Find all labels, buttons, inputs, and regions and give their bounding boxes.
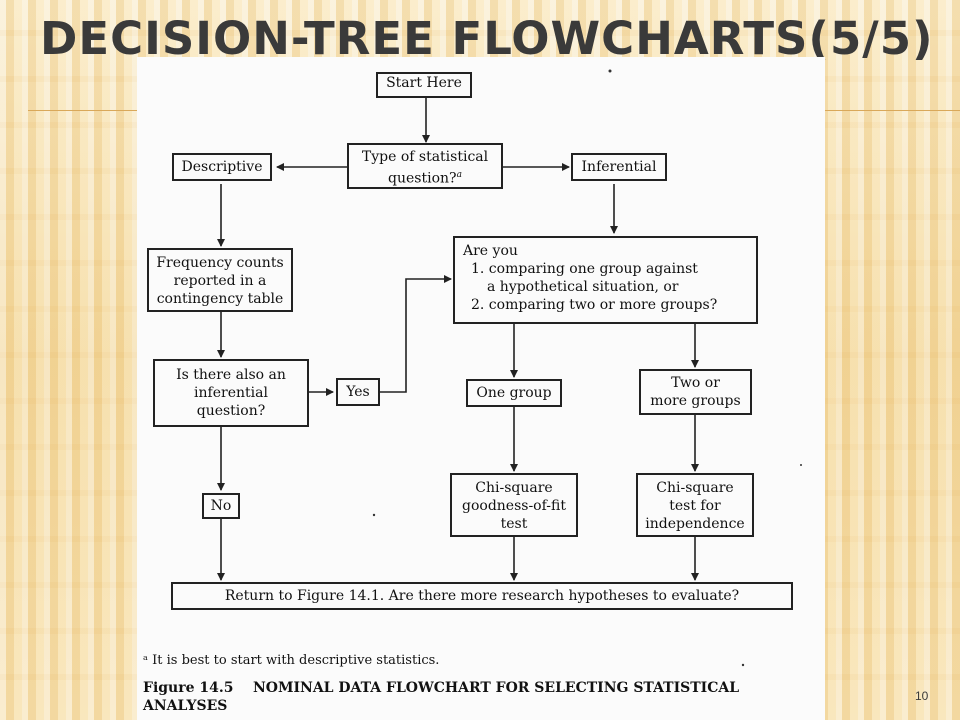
question-line-1: Type of statistical (361, 149, 489, 165)
independence-line-3: independence (645, 516, 745, 532)
question-footnote-mark: a (456, 170, 462, 180)
scan-speck (372, 513, 376, 517)
figure-caption-text: NOMINAL DATA FLOWCHART FOR SELECTING STA… (143, 680, 740, 714)
descriptive-box: Descriptive (172, 153, 272, 181)
slide-number: 10 (915, 689, 929, 703)
goodness-line-2: goodness-of-fit (462, 498, 566, 514)
inferential-label: Inferential (581, 159, 657, 175)
goodness-line-1: Chi-square (475, 480, 553, 496)
frequency-line-2: reported in a (173, 273, 267, 289)
two-groups-line-2: more groups (650, 393, 741, 409)
scan-speck (608, 69, 612, 73)
frequency-line-1: Frequency counts (156, 255, 284, 271)
two-groups-line-1: Two or (671, 375, 720, 391)
also-inferential-box: Is there also an inferential question? (153, 359, 309, 427)
goodness-of-fit-box: Chi-square goodness-of-fit test (450, 473, 578, 537)
yes-label: Yes (346, 384, 370, 400)
start-label: Start Here (386, 75, 462, 91)
are-you-box: Are you 1. comparing one group against a… (453, 236, 758, 324)
one-group-label: One group (476, 385, 552, 401)
flowchart-figure: Start Here Type of statistical question?… (137, 57, 825, 720)
slide-title: DECISION-TREE FLOWCHARTS(5/5) (40, 12, 934, 65)
return-box: Return to Figure 14.1. Are there more re… (171, 582, 793, 610)
frequency-line-3: contingency table (156, 291, 284, 307)
also-inferential-line-3: question? (196, 403, 266, 419)
no-label: No (210, 498, 232, 514)
also-inferential-line-2: inferential (194, 385, 268, 401)
return-label: Return to Figure 14.1. Are there more re… (224, 588, 740, 604)
are-you-line-4: 2. comparing two or more groups? (471, 297, 718, 313)
independence-line-2: test for (669, 498, 721, 514)
one-group-box: One group (466, 379, 562, 407)
scan-speck (741, 663, 745, 667)
are-you-line-3: a hypothetical situation, or (487, 279, 679, 295)
yes-box: Yes (336, 378, 380, 406)
inferential-box: Inferential (571, 153, 667, 181)
frequency-box: Frequency counts reported in a contingen… (147, 248, 293, 312)
question-box: Type of statistical question?a (347, 143, 503, 189)
start-box: Start Here (376, 72, 472, 98)
descriptive-label: Descriptive (181, 159, 263, 175)
are-you-line-1: Are you (463, 243, 518, 259)
independence-box: Chi-square test for independence (636, 473, 754, 537)
figure-footnote: ᵃ It is best to start with descriptive s… (143, 653, 440, 668)
scan-speck (800, 464, 802, 466)
independence-line-1: Chi-square (656, 480, 734, 496)
no-box: No (202, 493, 240, 519)
are-you-line-2: 1. comparing one group against (471, 261, 698, 277)
arrow-yes-to-areyou (378, 275, 452, 393)
also-inferential-line-1: Is there also an (176, 367, 286, 383)
flowchart-connectors (217, 69, 802, 667)
two-groups-box: Two or more groups (639, 369, 752, 415)
figure-caption: Figure 14.5 NOMINAL DATA FLOWCHART FOR S… (143, 679, 823, 715)
goodness-line-3: test (500, 516, 528, 532)
figure-caption-label: Figure 14.5 (143, 680, 234, 696)
question-line-2: question?a (388, 170, 462, 187)
